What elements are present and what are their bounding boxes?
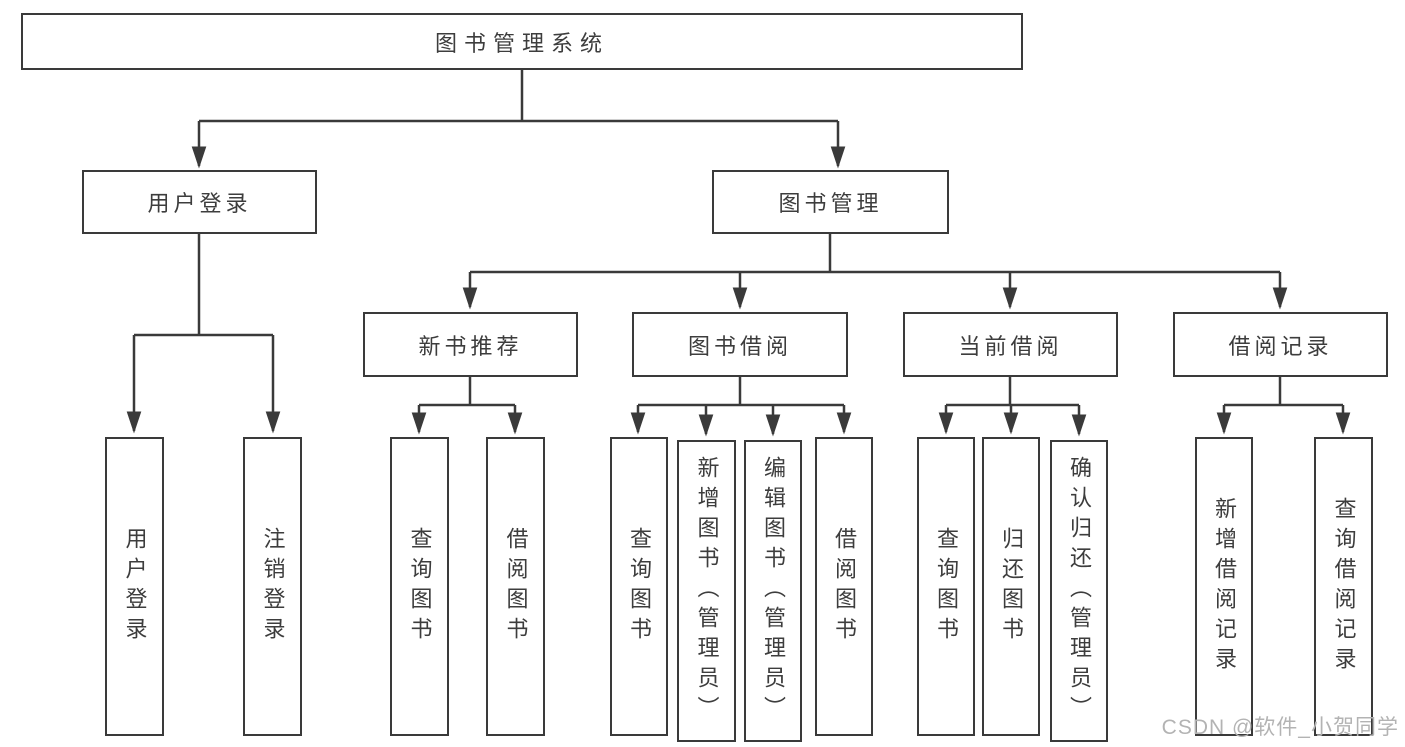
node-user-login-label: 用户登录 [147,191,252,216]
node-root: 图书管理系统 [21,13,1023,70]
node-book-borrowing: 图书借阅 [632,312,848,377]
leaf-nbr-query-books-label: 查询图书 [407,526,433,647]
leaf-bb-borrow-books-label: 借阅图书 [832,526,857,647]
leaf-bb-add-books-admin-label: 新增图书（管理员） [694,456,720,726]
leaf-cb-confirm-return-admin: 确认归还（管理员） [1050,440,1108,742]
node-book-management-label: 图书管理 [778,191,883,216]
leaf-br-add-record: 新增借阅记录 [1195,437,1253,736]
node-borrowing-records-label: 借阅记录 [1228,333,1333,359]
node-new-book-recommend: 新书推荐 [363,312,578,377]
leaf-logout: 注销登录 [243,437,302,736]
leaf-bb-edit-books-admin: 编辑图书（管理员） [744,440,802,742]
node-root-label: 图书管理系统 [434,30,609,56]
leaf-nbr-query-books: 查询图书 [390,437,449,736]
leaf-bb-edit-books-admin-label: 编辑图书（管理员） [761,456,786,726]
leaf-nbr-borrow-books: 借阅图书 [486,437,545,736]
leaf-bb-borrow-books: 借阅图书 [815,437,873,736]
node-user-login: 用户登录 [82,170,317,234]
leaf-bb-add-books-admin: 新增图书（管理员） [677,440,736,742]
node-borrowing-records: 借阅记录 [1173,312,1388,377]
node-current-borrowing: 当前借阅 [903,312,1118,377]
leaf-cb-query-books-label: 查询图书 [934,526,959,647]
leaf-cb-confirm-return-admin-label: 确认归还（管理员） [1067,456,1092,726]
leaf-bb-query-books-label: 查询图书 [627,526,652,647]
node-book-management: 图书管理 [712,170,949,234]
leaf-cb-query-books: 查询图书 [917,437,975,736]
leaf-cb-return-books-label: 归还图书 [999,526,1024,647]
leaf-user-login-label: 用户登录 [122,526,148,647]
node-new-book-recommend-label: 新书推荐 [418,333,523,359]
node-book-borrowing-label: 图书借阅 [687,333,792,359]
node-current-borrowing-label: 当前借阅 [958,333,1063,359]
leaf-br-query-record: 查询借阅记录 [1314,437,1373,736]
leaf-br-add-record-label: 新增借阅记录 [1212,496,1237,677]
csdn-watermark: CSDN @软件_小贺同学 [1161,716,1399,739]
leaf-bb-query-books: 查询图书 [610,437,668,736]
leaf-logout-label: 注销登录 [260,526,286,647]
leaf-nbr-borrow-books-label: 借阅图书 [503,526,529,647]
leaf-br-query-record-label: 查询借阅记录 [1331,496,1357,677]
leaf-user-login: 用户登录 [105,437,164,736]
leaf-cb-return-books: 归还图书 [982,437,1040,736]
